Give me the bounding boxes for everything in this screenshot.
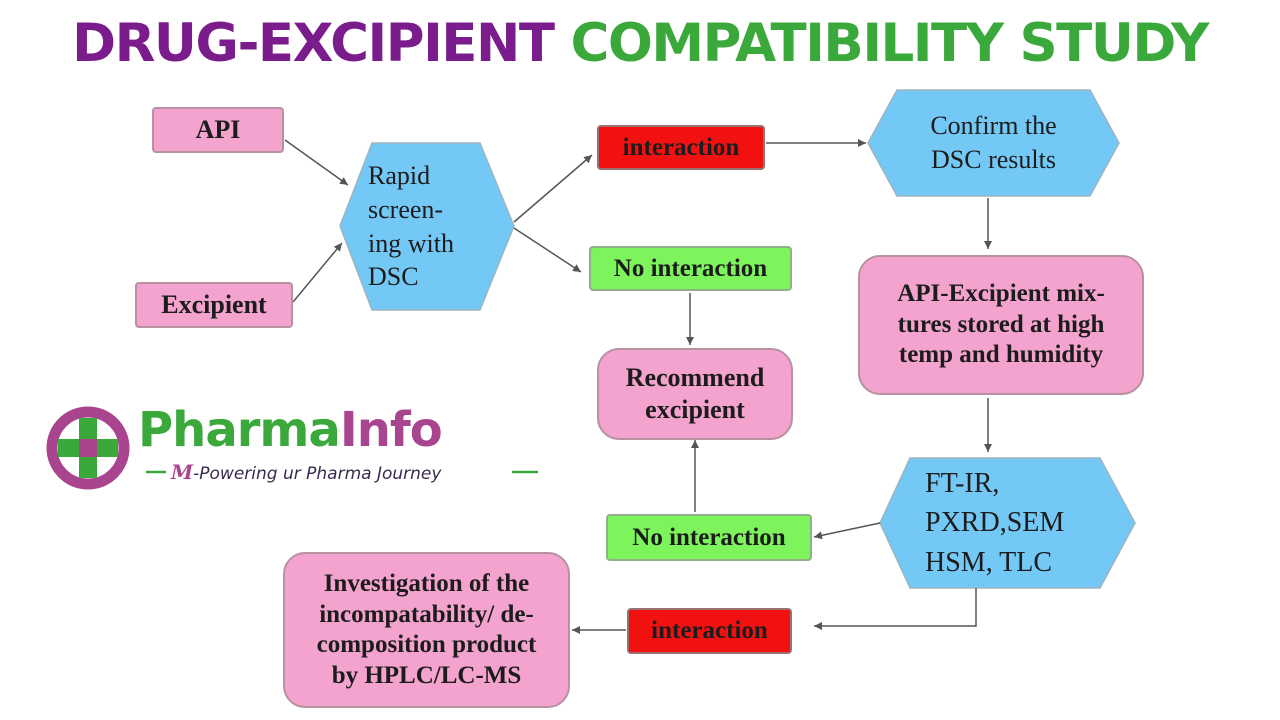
pharmainfo-logo-text: PharmaInfo — [138, 402, 443, 458]
rapid-screening-label: Rapid screen- ing with DSC — [368, 143, 468, 310]
interaction-bottom-label: interaction — [651, 617, 768, 644]
excipient-box: Excipient — [135, 282, 293, 328]
title-part-compatibility-study: COMPATIBILITY STUDY — [570, 13, 1209, 74]
mixtures-line-3: temp and humidity — [898, 341, 1104, 369]
arrow-techniques-to-interaction — [814, 588, 977, 630]
rapid-screening-line-2: screen- — [368, 194, 444, 224]
excipient-label: Excipient — [161, 290, 267, 319]
no-interaction-box-top: No interaction — [589, 246, 792, 291]
interaction-box-top: interaction — [597, 125, 765, 170]
logo-pharma: Pharma — [138, 402, 341, 458]
arrow-screening-to-no-interaction — [513, 227, 582, 273]
investigation-box: Investigation of the incompatability/ de… — [283, 552, 570, 708]
arrow-excipient-to-screening — [292, 242, 343, 303]
rapid-screening-line-4: DSC — [368, 262, 419, 292]
mixtures-line-2: tures stored at high — [897, 310, 1105, 338]
page-title: DRUG-EXCIPIENT COMPATIBILITY STUDY — [0, 8, 1280, 80]
techniques-line-2: PXRD,SEM — [925, 507, 1065, 539]
investigation-line-4: by HPLC/LC-MS — [331, 661, 522, 689]
arrow-screening-to-interaction — [513, 154, 593, 223]
no-interaction-box-bottom: No interaction — [606, 514, 812, 561]
rapid-screening-line-1: Rapid — [368, 160, 431, 190]
interaction-box-bottom: interaction — [627, 608, 792, 654]
investigation-line-3: composition product — [316, 631, 537, 658]
api-label: API — [195, 115, 241, 144]
pharmainfo-logo-icon — [46, 406, 130, 490]
mixtures-stored-box: API-Excipient mix- tures stored at high … — [858, 255, 1144, 395]
interaction-top-label: interaction — [622, 133, 740, 161]
techniques-line-1: FT-IR, — [925, 468, 1000, 500]
title-part-drug-excipient: DRUG-EXCIPIENT — [72, 13, 555, 74]
investigation-line-1: Investigation of the — [323, 570, 530, 597]
hexagon-rapid-screening — [339, 142, 515, 311]
mixtures-line-1: API-Excipient mix- — [897, 280, 1105, 308]
no-interaction-bottom-label: No interaction — [632, 523, 786, 551]
hexagon-techniques — [879, 457, 1136, 589]
recommend-line-2: excipient — [645, 395, 745, 424]
confirm-dsc-line-1: Confirm the — [930, 111, 1057, 141]
investigation-line-2: incompatability/ de- — [319, 600, 534, 628]
no-interaction-top-label: No interaction — [613, 254, 768, 282]
rapid-screening-line-3: ing with — [368, 228, 454, 258]
arrow-api-to-screening — [284, 139, 349, 186]
tagline-initial: M — [171, 460, 194, 484]
techniques-line-3: HSM, TLC — [925, 546, 1053, 578]
arrow-techniques-to-no-interaction — [813, 522, 881, 540]
confirm-dsc-label: Confirm the DSC results — [897, 90, 1090, 196]
tagline-text: -Powering ur Pharma Journey — [193, 464, 442, 484]
hexagon-confirm-dsc — [867, 89, 1120, 197]
recommend-line-1: Recommend — [625, 363, 765, 393]
recommend-excipient-box: Recommend excipient — [597, 348, 793, 440]
api-box: API — [152, 107, 284, 153]
techniques-label: FT-IR, PXRD,SEM HSM, TLC — [925, 458, 1095, 588]
logo-info: Info — [339, 402, 443, 458]
logo-tagline: M-Powering ur Pharma Journey — [171, 461, 441, 485]
confirm-dsc-line-2: DSC results — [931, 145, 1056, 174]
